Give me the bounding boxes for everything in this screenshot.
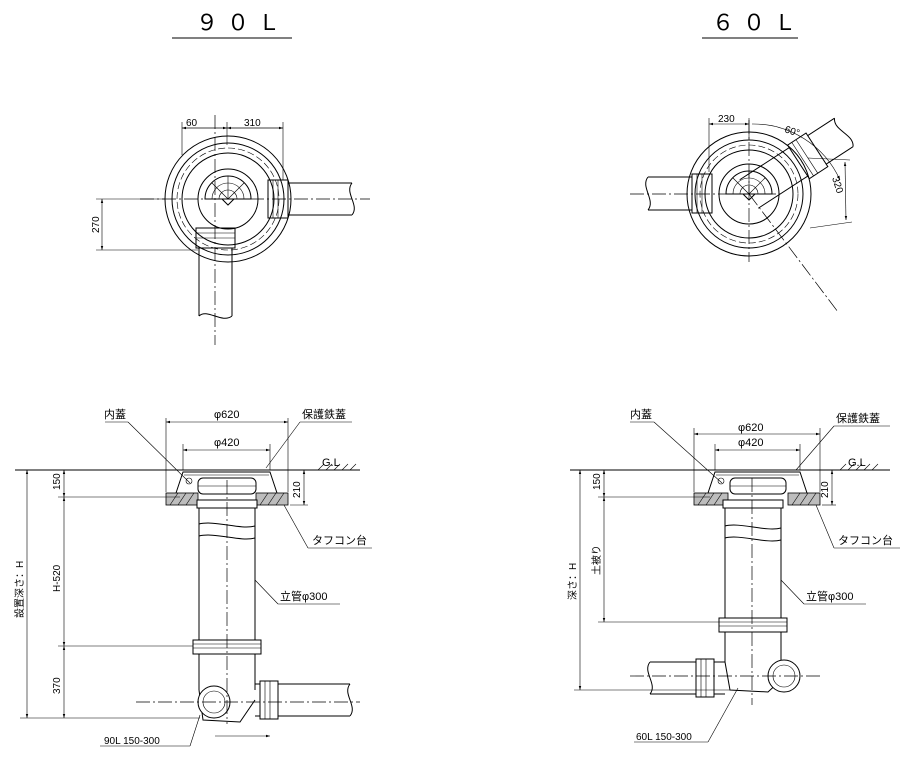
dim-210-left: 210 <box>292 481 303 498</box>
model-label-right: 60L 150-300 <box>636 732 692 743</box>
inner-lid-label-right: 内蓋 <box>630 407 652 421</box>
base-label-left: タフコン台 <box>312 533 367 547</box>
dim-320: 320 <box>829 176 845 196</box>
install-depth-label: 設置深さ：H <box>13 561 26 618</box>
title-90l: ９０Ｌ <box>172 10 292 39</box>
dim-phi420-left: φ420 <box>214 437 240 449</box>
riser-label-left: 立管φ300 <box>280 589 328 603</box>
title-60l: ６０Ｌ <box>702 10 805 39</box>
dim-150-right: 150 <box>592 473 603 490</box>
dim-370: 370 <box>52 677 63 694</box>
section-view-90l: G.L <box>13 407 372 747</box>
plan-view-60l: 230 60° 320 <box>630 114 854 313</box>
dim-60: 60 <box>186 118 198 129</box>
plan-view-90l: 60 310 270 <box>91 115 370 345</box>
dim-h520: H-520 <box>52 564 63 592</box>
dim-phi420-right: φ420 <box>738 437 764 449</box>
dim-210-right: 210 <box>820 481 831 498</box>
gl-label-left: G.L <box>322 457 340 469</box>
dim-angle-60: 60° <box>783 124 801 139</box>
model-label-left: 90L 150-300 <box>104 736 160 747</box>
dim-phi620-left: φ620 <box>214 409 240 421</box>
dim-phi620-right: φ620 <box>738 422 764 434</box>
title-60l-text: ６０Ｌ <box>712 10 805 35</box>
section-view-60l: G.L <box>567 407 900 743</box>
protective-lid-label-right: 保護鉄蓋 <box>836 411 880 425</box>
inner-lid-label-left: 内蓋 <box>104 407 126 421</box>
soil-cover-label: 土被り <box>590 545 603 575</box>
protective-lid-label-left: 保護鉄蓋 <box>302 407 346 421</box>
dim-230: 230 <box>718 114 735 125</box>
gl-label-right: G.L <box>848 457 866 469</box>
dim-270: 270 <box>91 216 102 233</box>
riser-label-right: 立管φ300 <box>806 589 854 603</box>
depth-label-right: 深さ：H <box>567 563 579 600</box>
dim-310: 310 <box>244 118 261 129</box>
base-label-right: タフコン台 <box>838 533 893 547</box>
dim-150-left: 150 <box>52 473 63 490</box>
title-90l-text: ９０Ｌ <box>196 10 289 35</box>
